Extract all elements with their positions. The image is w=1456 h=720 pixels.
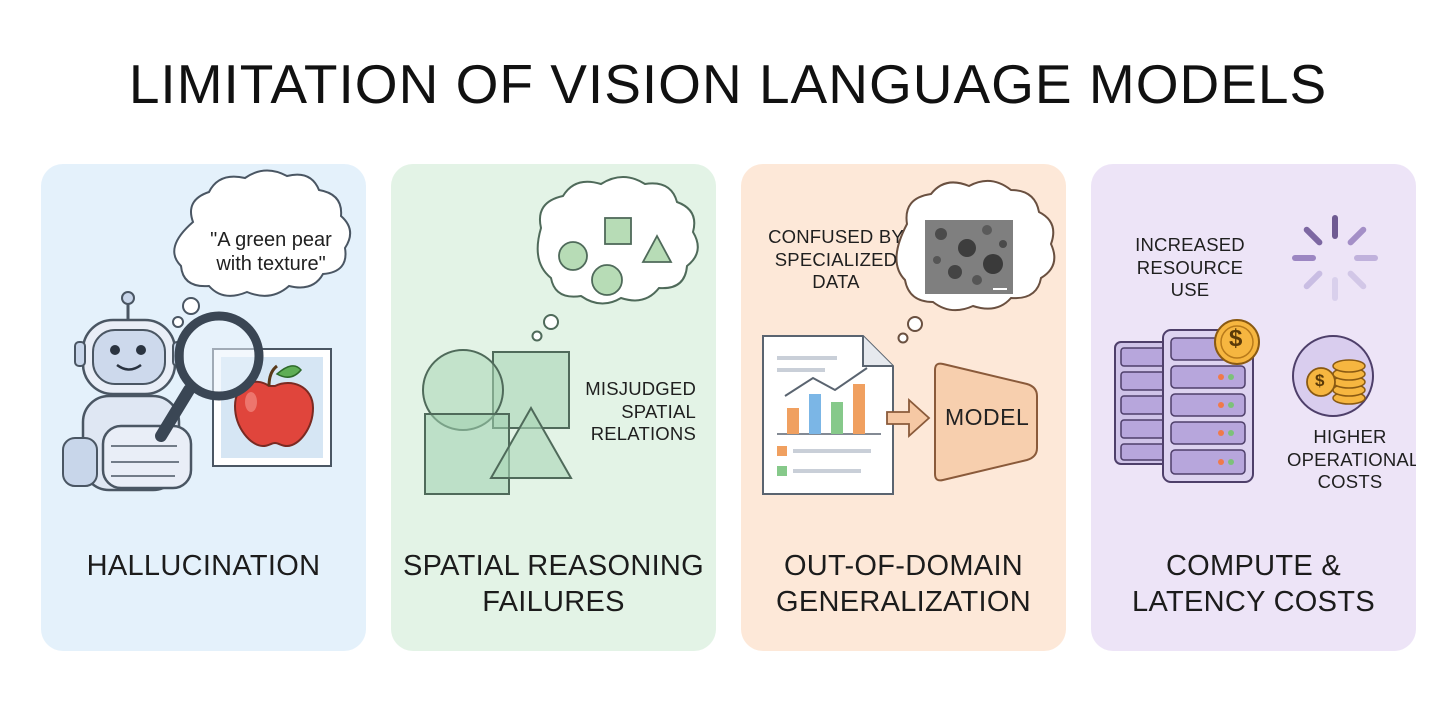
- spatial-note: MISJUDGED SPATIAL RELATIONS: [556, 378, 696, 446]
- note-line-2: SPATIAL: [621, 400, 696, 422]
- note-line-2: SPECIALIZED: [774, 248, 898, 270]
- note-line-3: COSTS: [1317, 471, 1383, 492]
- note-line-2: OPERATIONAL: [1287, 448, 1416, 470]
- note-line-1: HIGHER: [1313, 426, 1387, 447]
- page-title: LIMITATION OF VISION LANGUAGE MODELS: [128, 53, 1328, 115]
- model-box: [934, 362, 1038, 482]
- coin-symbol: $: [1229, 325, 1243, 352]
- resource-note: INCREASED RESOURCE USE: [1115, 234, 1265, 302]
- hallucination-quote: "A green pear with texture": [191, 228, 351, 276]
- card-title: COMPUTE & LATENCY COSTS: [1091, 548, 1416, 620]
- note-line-2: RESOURCE USE: [1136, 256, 1244, 301]
- note-line-3: RELATIONS: [590, 423, 696, 444]
- hallucination-illustration: [62, 169, 352, 492]
- card-title-line-1: COMPUTE &: [1165, 550, 1342, 582]
- spatial-illustration: [422, 176, 699, 495]
- note-line-1: CONFUSED BY: [768, 226, 904, 247]
- compute-illustration: [1114, 215, 1378, 483]
- quote-line-2: with texture": [216, 253, 326, 275]
- card-title-line-2: GENERALIZATION: [775, 586, 1032, 618]
- note-line-1: INCREASED: [1135, 234, 1245, 255]
- card-hallucination: "A green pear with texture" HALLUCINATIO…: [41, 164, 366, 651]
- note-line-3: DATA: [812, 271, 860, 292]
- card-title: HALLUCINATION: [41, 548, 366, 584]
- magnifier-icon: [155, 311, 264, 442]
- coin-icon: [1214, 319, 1260, 365]
- ood-illustration: [762, 179, 1056, 495]
- coin-symbol-small: $: [1315, 371, 1325, 390]
- card-spatial-reasoning: MISJUDGED SPATIAL RELATIONS SPATIAL REAS…: [391, 164, 716, 651]
- note-line-1: MISJUDGED: [585, 378, 696, 399]
- card-title: SPATIAL REASONING FAILURES: [391, 548, 716, 620]
- coins-icon: [1292, 335, 1374, 417]
- card-title: OUT-OF-DOMAIN GENERALIZATION: [741, 548, 1066, 620]
- spinner-icon: [1292, 215, 1378, 301]
- shapes-icon: [422, 349, 573, 495]
- card-title-line-1: SPATIAL REASONING: [402, 550, 705, 582]
- thought-bubble-icon: [531, 176, 699, 342]
- microscope-image-icon: [925, 220, 1013, 294]
- card-out-of-domain: CONFUSED BY SPECIALIZED DATA MODEL OUT-O…: [741, 164, 1066, 651]
- card-title-line-1: HALLUCINATION: [86, 550, 321, 582]
- quote-line-1: "A green pear: [210, 229, 332, 251]
- server-icon: [1114, 329, 1254, 483]
- arrow-icon: [886, 397, 931, 439]
- cost-note: HIGHER OPERATIONAL COSTS: [1287, 426, 1416, 494]
- card-title-line-2: FAILURES: [482, 586, 625, 618]
- apple-icon: [212, 348, 332, 467]
- card-compute-latency: $ $ INCREASED RESOURCE USE HIGHER OPERAT…: [1091, 164, 1416, 651]
- card-title-line-1: OUT-OF-DOMAIN: [783, 550, 1024, 582]
- document-chart-icon: [762, 335, 894, 495]
- robot-icon: [62, 291, 193, 492]
- thought-bubble-icon: [172, 169, 352, 328]
- card-title-line-2: LATENCY COSTS: [1132, 586, 1375, 618]
- model-label: MODEL: [945, 404, 1030, 430]
- ood-note: CONFUSED BY SPECIALIZED DATA: [761, 226, 911, 294]
